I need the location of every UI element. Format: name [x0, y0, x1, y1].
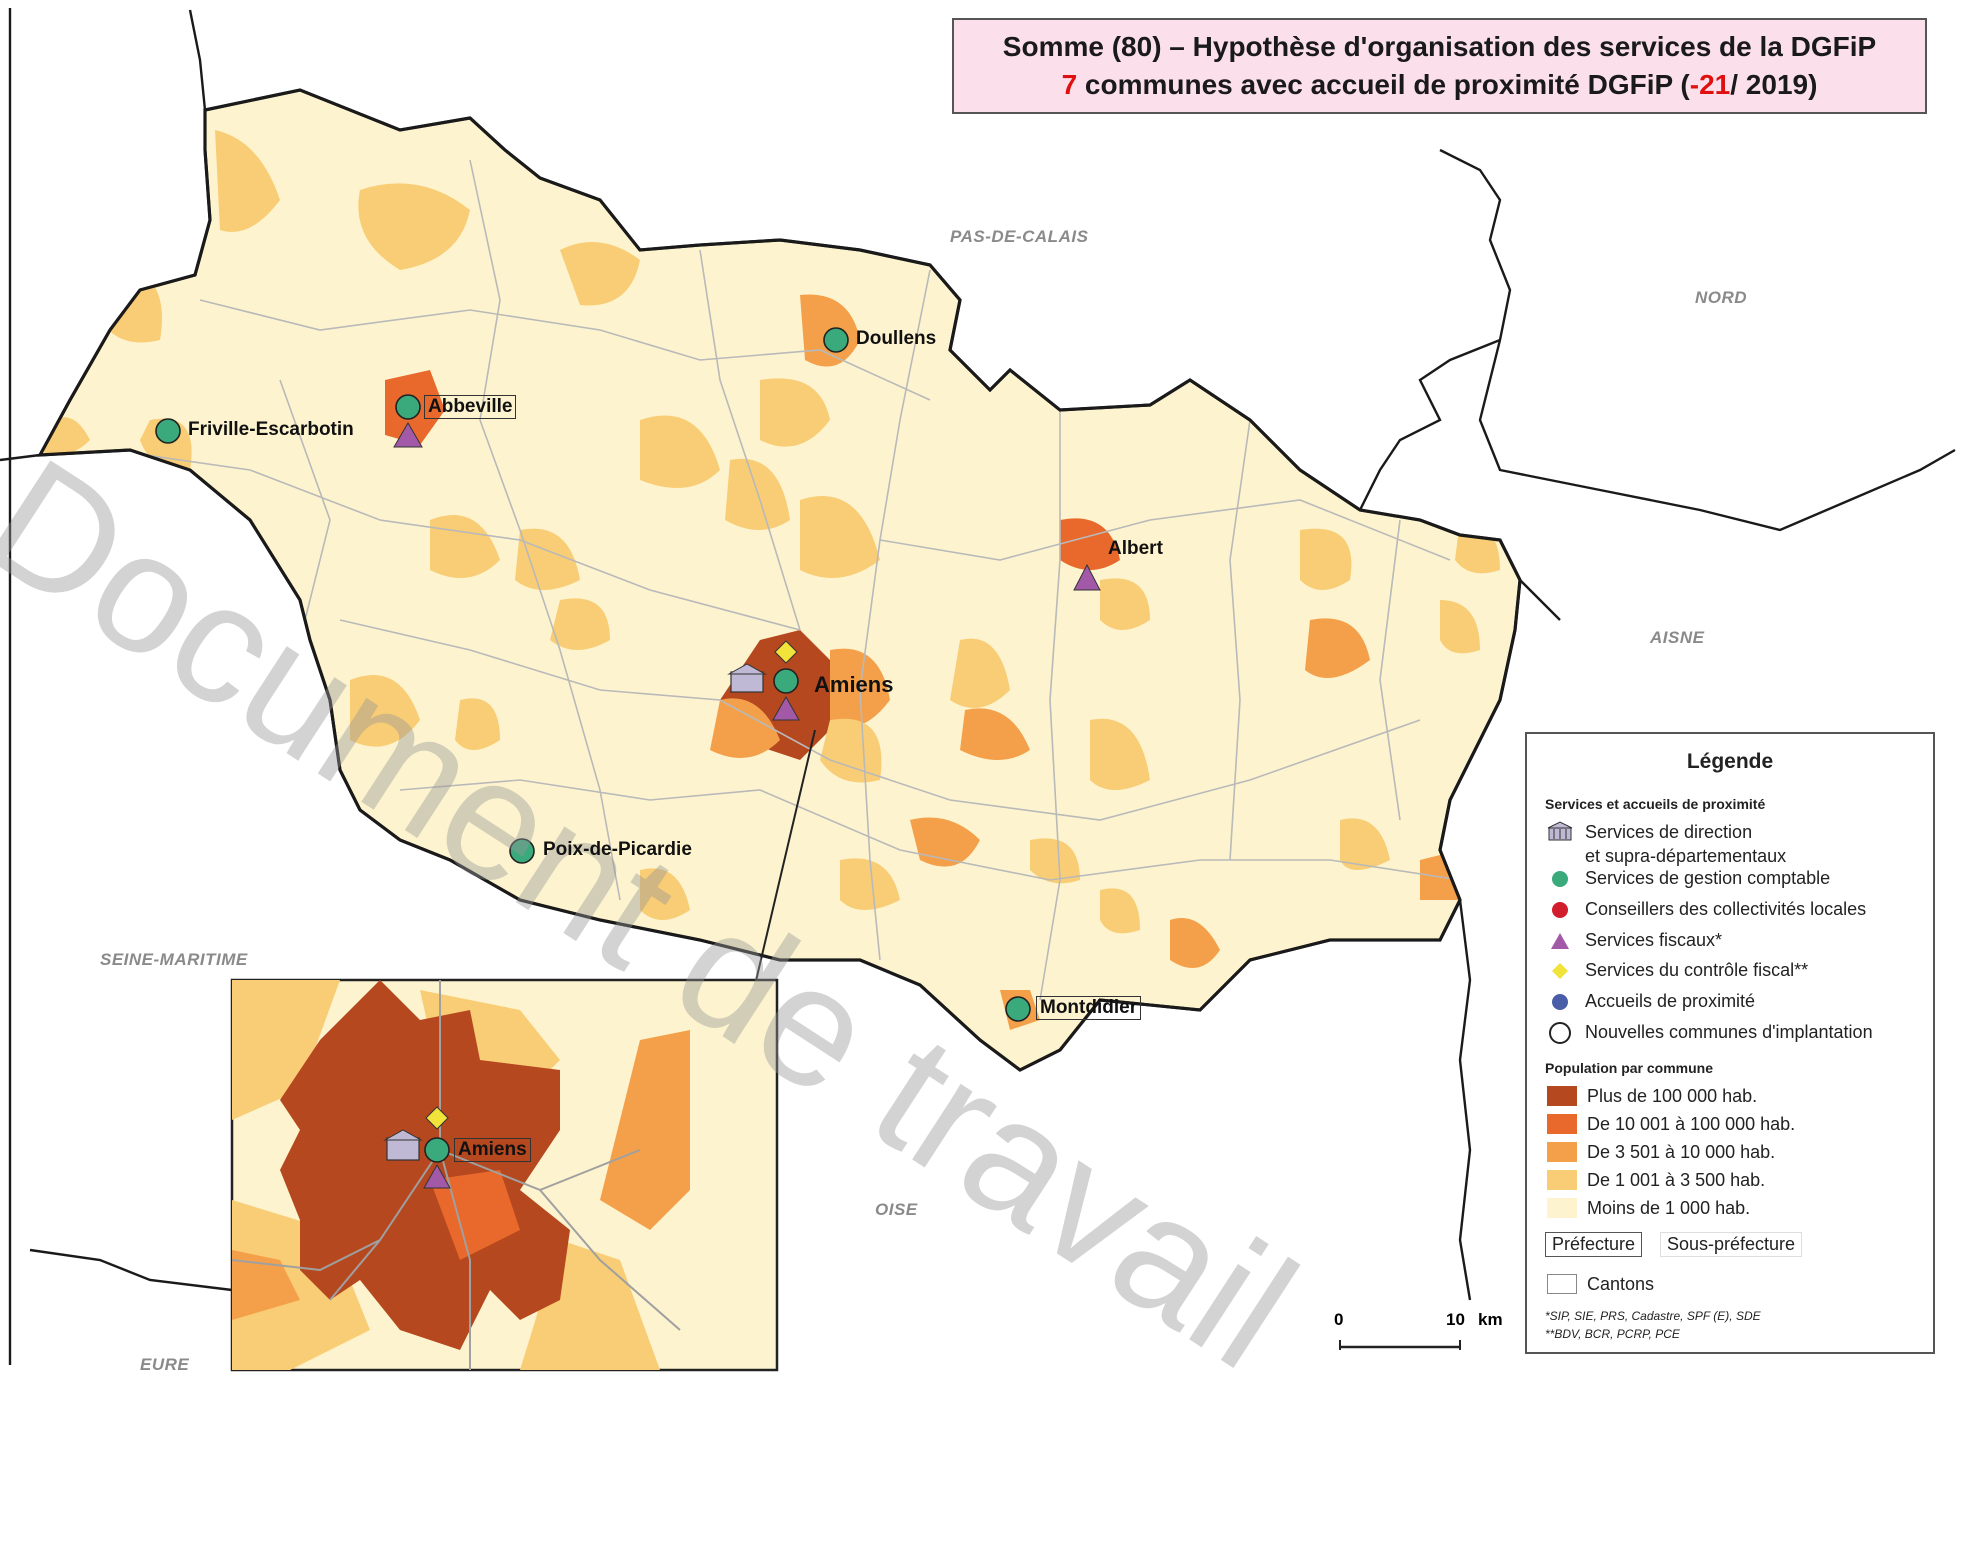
- legend-pop-2-label: De 3 501 à 10 000 hab.: [1587, 1142, 1776, 1162]
- title-line2-text: communes avec accueil de proximité DGFiP…: [1077, 69, 1690, 100]
- legend-section-services: Services et accueils de proximité: [1545, 796, 1766, 812]
- legend-pop-2: De 3 501 à 10 000 hab.: [1547, 1142, 1775, 1163]
- neighbor-boundaries: [0, 8, 1956, 1365]
- yellow-diamond-icon: [1547, 960, 1573, 982]
- label-pas-de-calais: PAS-DE-CALAIS: [950, 227, 1089, 246]
- amiens-direction-icon: [730, 671, 764, 693]
- inset-markers: [383, 1106, 451, 1189]
- city-doullens: Doullens: [856, 328, 937, 349]
- somme-map: [0, 8, 1956, 1372]
- abbeville-gestion-icon: [395, 394, 421, 420]
- legend-cantons: Cantons: [1547, 1274, 1654, 1295]
- legend-nouvelles: Nouvelles communes d'implantation: [1547, 1022, 1873, 1044]
- legend-section-population: Population par commune: [1545, 1060, 1714, 1076]
- pop-swatch: [1547, 1170, 1577, 1190]
- city-amiens: Amiens: [814, 672, 894, 697]
- legend-note-2: **BDV, BCR, PCRP, PCE: [1545, 1327, 1680, 1341]
- scale-zero: 0: [1334, 1310, 1344, 1329]
- amiens-controle-icon: [774, 640, 798, 664]
- canton-swatch: [1547, 1274, 1577, 1294]
- legend-prefecture: Préfecture: [1545, 1232, 1643, 1257]
- legend-nouvelles-label: Nouvelles communes d'implantation: [1585, 1022, 1873, 1042]
- canton-boundaries: [109, 159, 1461, 1001]
- red-circle-icon: [1547, 899, 1573, 921]
- legend-title: Légende: [1686, 750, 1774, 773]
- city-amiens-inset: Amiens: [454, 1138, 531, 1162]
- label-eure: EURE: [140, 1355, 190, 1374]
- legend-pop-4: Moins de 1 000 hab.: [1547, 1198, 1750, 1219]
- abbeville-fiscaux-icon: [393, 422, 423, 448]
- city-montdidier: Montdidier: [1036, 996, 1142, 1020]
- title-count: 7: [1061, 69, 1078, 100]
- albert-fiscaux-icon: [1073, 563, 1101, 591]
- direction-building-icon: [386, 1137, 420, 1161]
- legend-cantons-label: Cantons: [1587, 1274, 1655, 1294]
- fiscaux-marker-icon: [423, 1163, 451, 1189]
- legend-pop-3: De 1 001 à 3 500 hab.: [1547, 1170, 1765, 1191]
- city-poix: Poix-de-Picardie: [543, 839, 692, 860]
- legend-pop-1-label: De 10 001 à 100 000 hab.: [1587, 1114, 1796, 1134]
- poix-gestion-icon: [509, 838, 535, 864]
- label-nord: NORD: [1695, 288, 1748, 307]
- green-circle-icon: [1547, 868, 1573, 890]
- doullens-gestion-icon: [823, 327, 849, 353]
- legend-pop-4-label: Moins de 1 000 hab.: [1587, 1198, 1751, 1218]
- amiens-gestion-icon: [773, 668, 799, 694]
- legend-conseillers-label: Conseillers des collectivités locales: [1585, 899, 1867, 919]
- title-delta: -21: [1689, 69, 1731, 100]
- montdidier-gestion-icon: [1005, 996, 1031, 1022]
- legend-fiscaux-label: Services fiscaux*: [1585, 930, 1723, 950]
- legend-sous-prefecture: Sous-préfecture: [1660, 1232, 1803, 1257]
- legend-direction: Services de direction et supra-départemen…: [1547, 820, 1786, 868]
- city-albert: Albert: [1108, 538, 1163, 559]
- amiens-fiscaux-icon: [772, 695, 800, 721]
- title-line2: 7 communes avec accueil de proximité DGF…: [954, 66, 1925, 104]
- legend-fiscaux: Services fiscaux*: [1547, 930, 1722, 952]
- label-oise: OISE: [875, 1200, 918, 1219]
- legend-accueils: Accueils de proximité: [1547, 991, 1755, 1013]
- legend-pop-0-label: Plus de 100 000 hab.: [1587, 1086, 1758, 1106]
- title-line1: Somme (80) – Hypothèse d'organisation de…: [1002, 31, 1877, 62]
- amiens-inset-map: [230, 978, 779, 1372]
- label-aisne: AISNE: [1650, 628, 1705, 647]
- scale-ten: 10: [1446, 1310, 1465, 1329]
- empty-circle-icon: [1547, 1022, 1573, 1044]
- scale-unit: km: [1478, 1310, 1503, 1329]
- purple-triangle-icon: [1547, 930, 1573, 952]
- inset-connector: [754, 729, 816, 986]
- legend-direction-1: Services de direction: [1585, 822, 1753, 842]
- pop-swatch: [1547, 1086, 1577, 1106]
- label-seine-maritime: SEINE-MARITIME: [100, 950, 248, 969]
- legend-gestion-label: Services de gestion comptable: [1585, 868, 1831, 888]
- pop-swatch: [1547, 1142, 1577, 1162]
- controle-marker-icon: [425, 1106, 449, 1130]
- title-line2-end: / 2019): [1730, 69, 1818, 100]
- main-markers: [155, 327, 1101, 1022]
- scale-bar: [1339, 1340, 1461, 1350]
- legend-accueils-label: Accueils de proximité: [1585, 991, 1756, 1011]
- legend-note-1: *SIP, SIE, PRS, Cadastre, SPF (E), SDE: [1545, 1309, 1761, 1323]
- legend-controle: Services du contrôle fiscal**: [1547, 960, 1808, 982]
- pop-swatch: [1547, 1198, 1577, 1218]
- friville-gestion-icon: [155, 418, 181, 444]
- legend-direction-2: et supra-départementaux: [1585, 846, 1787, 866]
- legend-conseillers: Conseillers des collectivités locales: [1547, 899, 1866, 921]
- city-friville: Friville-Escarbotin: [188, 419, 354, 440]
- legend-gestion: Services de gestion comptable: [1547, 868, 1830, 890]
- legend-direction-text: Services de direction et supra-départemen…: [1585, 820, 1786, 868]
- legend-pop-0: Plus de 100 000 hab.: [1547, 1086, 1757, 1107]
- map-title: Somme (80) – Hypothèse d'organisation de…: [952, 18, 1927, 114]
- pop-swatch: [1547, 1114, 1577, 1134]
- gestion-marker-icon: [424, 1137, 450, 1163]
- legend: Légende Services et accueils de proximit…: [1525, 732, 1935, 1354]
- legend-controle-label: Services du contrôle fiscal**: [1585, 960, 1809, 980]
- legend-pop-3-label: De 1 001 à 3 500 hab.: [1587, 1170, 1766, 1190]
- building-icon: [1547, 820, 1573, 842]
- city-abbeville: Abbeville: [424, 395, 517, 419]
- blue-circle-icon: [1547, 991, 1573, 1013]
- legend-pop-1: De 10 001 à 100 000 hab.: [1547, 1114, 1795, 1135]
